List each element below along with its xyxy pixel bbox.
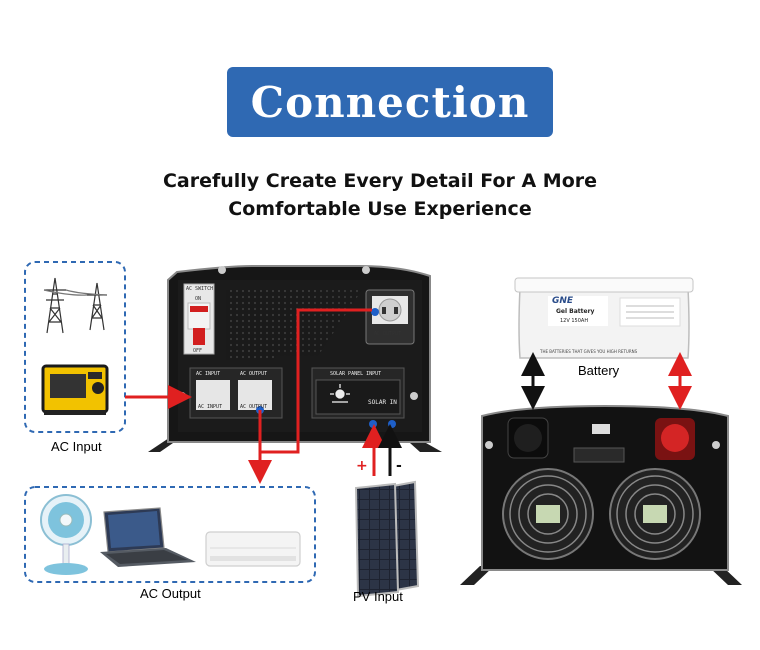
ac-output-header: AC OUTPUT	[240, 371, 267, 377]
page-title: Connection	[250, 77, 530, 127]
gel-battery: GNE Gel Battery 12V 150AH THE BATTERIES …	[514, 277, 694, 359]
laptop-icon	[100, 507, 196, 567]
on-label: ON	[195, 296, 201, 302]
battery-name: Gel Battery	[556, 308, 595, 315]
ac-switch-label: AC SWITCH	[186, 286, 213, 292]
power-pylon-icon	[43, 277, 108, 334]
ac-output-group-box	[24, 486, 316, 583]
ac-output-socket-wire	[260, 308, 372, 454]
ac-output-socket-label: AC OUTPUT	[374, 331, 401, 337]
inverter-rear-panel	[148, 265, 442, 452]
battery-spec: 12V 150AH	[560, 318, 588, 324]
ac-output-terminal-label: AC OUTPUT	[240, 404, 267, 410]
cooling-fan-left	[502, 468, 594, 560]
plus-sign: +	[356, 458, 368, 474]
title-banner: Connection	[227, 67, 553, 137]
subtitle-line-1: Carefully Create Every Detail For A More	[162, 170, 598, 192]
battery-slogan: THE BATTERIES THAT GIVES YOU HIGH RETURN…	[539, 349, 638, 354]
fan-icon	[40, 494, 92, 575]
inverter-front-panel	[460, 404, 742, 585]
ac-input-group-box	[24, 261, 126, 433]
minus-sign: -	[396, 458, 402, 474]
ac-output-caption: AC Output	[140, 586, 201, 601]
air-conditioner-icon	[205, 531, 301, 567]
ac-input-terminal-label: AC INPUT	[198, 404, 222, 410]
off-label: OFF	[193, 348, 202, 354]
ac-input-header: AC INPUT	[196, 371, 220, 377]
cooling-fan-right	[609, 468, 701, 560]
solar-panels	[354, 480, 420, 598]
subtitle-line-2: Comfortable Use Experience	[228, 198, 532, 220]
pv-input-caption: PV Input	[353, 589, 403, 604]
generator-icon	[41, 364, 109, 415]
battery-brand: GNE	[552, 296, 574, 306]
ac-input-caption: AC Input	[51, 439, 102, 454]
solar-in-label: SOLAR IN	[368, 399, 397, 406]
solar-panel-input-header: SOLAR PANEL INPUT	[330, 371, 381, 377]
battery-caption: Battery	[578, 363, 620, 378]
